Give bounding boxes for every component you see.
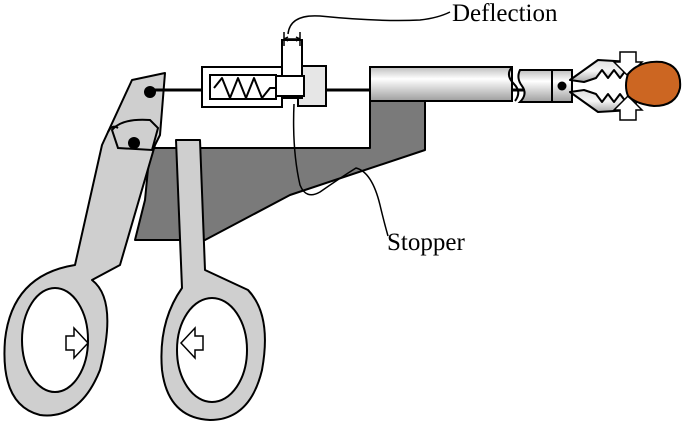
left-ring-force-arrow <box>65 326 90 360</box>
shaft-break <box>508 66 520 102</box>
left-handle <box>3 72 166 417</box>
instrument-shaft <box>369 66 520 102</box>
link-curl <box>107 125 119 133</box>
stopper-leader-line <box>292 103 389 237</box>
instrument-base-body <box>134 99 426 241</box>
deflection-label: Deflection <box>452 0 558 27</box>
jaw-pivot-pin <box>557 81 567 91</box>
stopper-label: Stopper <box>387 229 465 256</box>
stopper-collar <box>275 75 305 97</box>
stopper-assembly <box>275 39 327 107</box>
deflection-leader-line <box>287 11 451 35</box>
right-finger-ring-hole <box>176 297 248 403</box>
left-finger-ring-hole <box>21 287 89 393</box>
right-ring-force-arrow <box>179 326 204 360</box>
jaw-lower-force-arrow <box>612 94 644 121</box>
tip-tube <box>517 69 573 103</box>
spring-coil <box>213 77 276 99</box>
grasped-tissue <box>625 60 682 108</box>
deflection-dimension <box>283 32 301 46</box>
upper-pivot-pin <box>144 86 156 98</box>
lower-pivot-pin <box>128 137 140 149</box>
spring-housing <box>201 66 283 108</box>
